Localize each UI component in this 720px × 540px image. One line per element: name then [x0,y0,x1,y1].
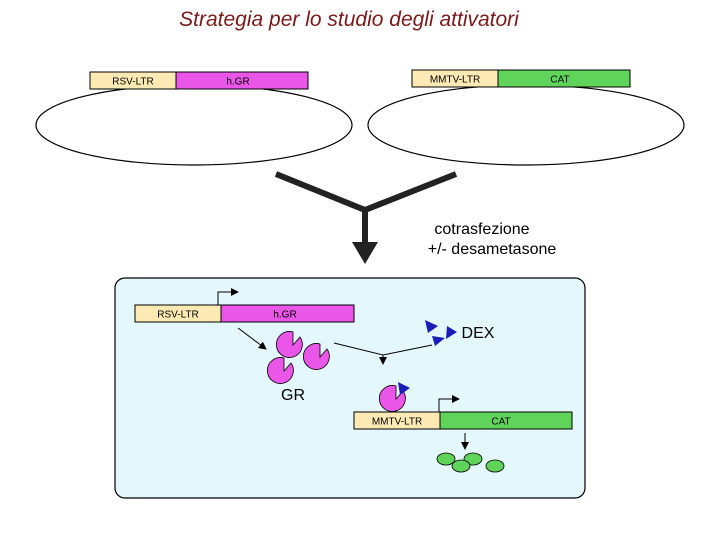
cat-product [485,459,505,473]
dex-ligand [432,336,445,346]
plasmid-left-ring [35,84,353,166]
plasmid-right-promoter-label: MMTV-LTR [430,75,480,86]
transcription-start-arrow-2 [438,395,460,412]
plasmid-left: RSV-LTR h.GR [35,71,353,166]
gr-receptor [302,343,330,370]
dex-ligand [425,320,438,333]
dex-label: DEX [462,325,495,342]
cotransfection-arrow [274,171,458,264]
gr-label: GR [281,387,305,404]
cat-product [463,452,483,466]
plasmid-left-promoter-label: RSV-LTR [112,77,154,88]
construct2-promoter-label: MMTV-LTR [372,417,422,428]
plasmid-right-gene-box [497,69,631,88]
gr-receptors [266,331,330,384]
gr-receptor [275,331,303,358]
plasmid-left-gene-box [175,71,309,90]
construct-mmtv-cat: MMTV-LTR CAT [353,395,573,430]
construct2-gene-label: CAT [491,417,510,428]
construct1-gene-label: h.GR [273,310,296,321]
page-title: Strategia per lo studio degli attivatori [179,8,519,31]
dex-ligand [446,326,457,339]
step-label-line2: +/- desametasone [428,241,557,258]
construct-rsv-gr: RSV-LTR h.GR [134,288,355,323]
cat-products [436,452,505,473]
transcription-start-arrow-1 [217,288,239,305]
cat-product [451,459,471,473]
cat-product [436,452,456,466]
plasmid-right: MMTV-LTR CAT [367,69,685,166]
plasmid-right-ring [367,84,685,166]
expression-arrow [237,327,267,350]
plasmid-right-gene-label: CAT [550,75,569,86]
dex-ligands [425,320,457,346]
binding-lines [333,342,433,365]
construct1-gene-box [220,304,355,323]
construct2-gene-box [439,411,573,430]
step-label-line1: cotrasfezione [434,221,529,238]
plasmid-left-gene-label: h.GR [226,77,249,88]
construct1-promoter-label: RSV-LTR [157,310,199,321]
gr-receptor [266,357,294,384]
